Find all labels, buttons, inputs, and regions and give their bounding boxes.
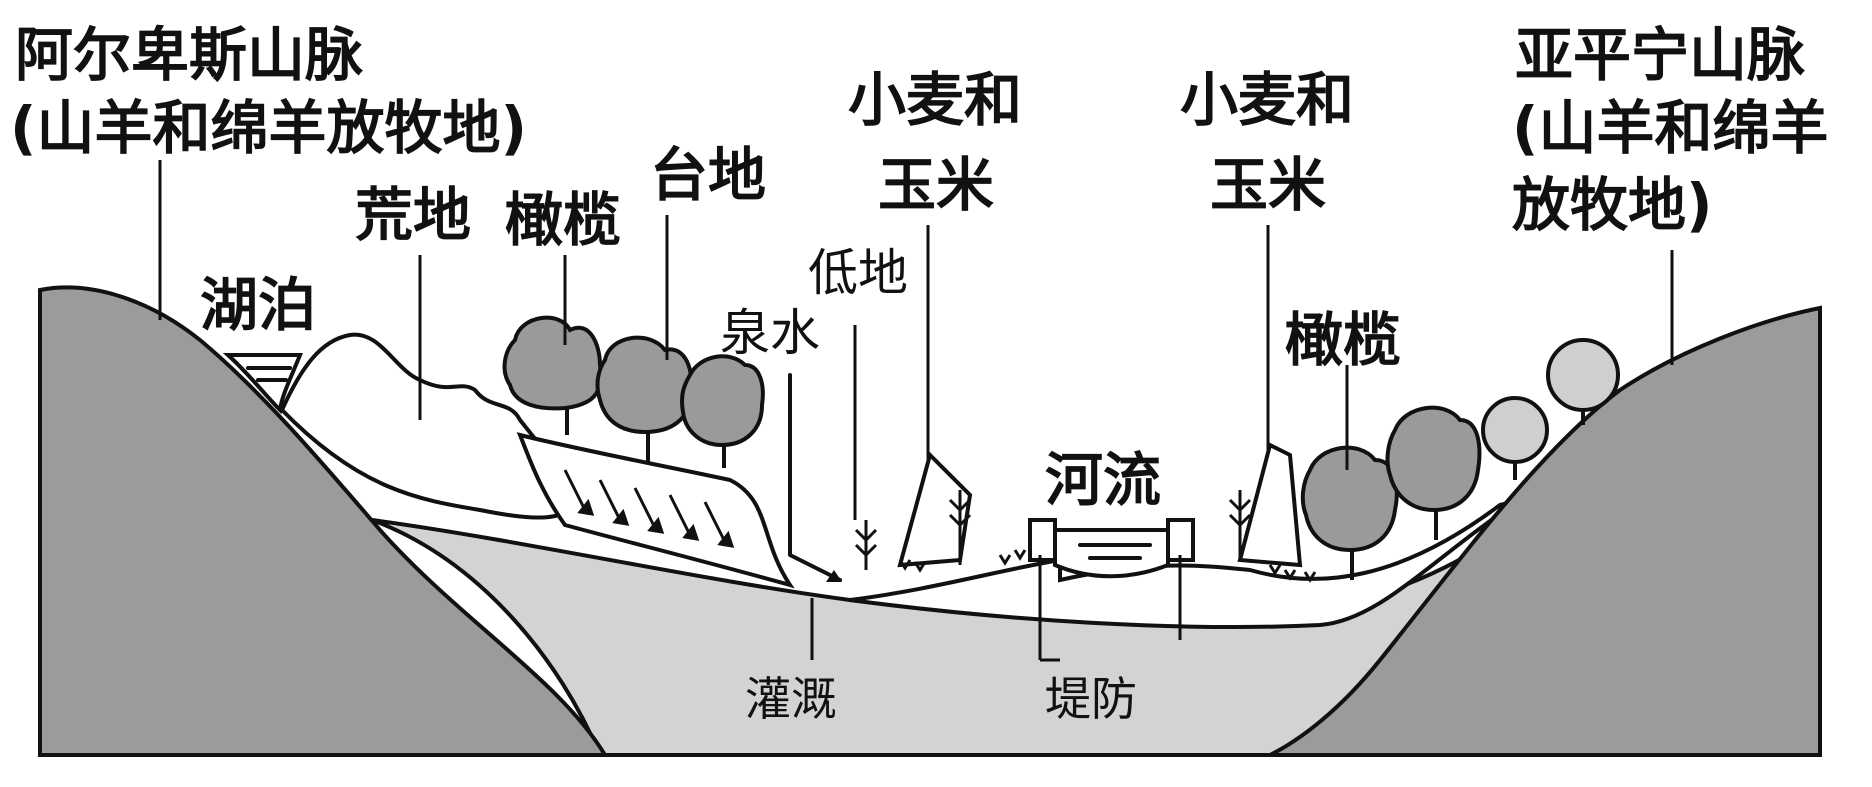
corn-sail-right <box>1237 442 1303 568</box>
olive-right-label: 橄榄 <box>1285 306 1401 374</box>
wasteland-hills <box>279 332 574 520</box>
alps-label: 阿尔卑斯山脉 <box>15 21 364 89</box>
light-trees-right <box>1481 338 1620 480</box>
alps-sub-label: (山羊和绵羊放牧地) <box>10 94 527 162</box>
apennine-sub-label-2: 放牧地) <box>1512 171 1713 239</box>
lowland-label: 低地 <box>808 244 908 302</box>
spring-label: 泉水 <box>720 304 820 362</box>
irrigation-label: 灌溉 <box>745 672 837 726</box>
apennine-sub-label-1: (山羊和绵羊 <box>1512 94 1829 162</box>
wheat-stalks <box>854 490 1317 583</box>
spring-arrow <box>788 373 842 582</box>
olive-left-label: 橄榄 <box>505 186 621 254</box>
levee-label: 堤防 <box>1045 672 1137 726</box>
leader-lines <box>158 160 1674 662</box>
wheat-right-label-2: 玉米 <box>1210 151 1326 219</box>
apennine-mountain <box>1269 305 1822 757</box>
olive-trees-right <box>1300 405 1482 580</box>
terrace-arrows <box>563 469 735 548</box>
wheat-right-label-1: 小麦和 <box>1180 66 1354 134</box>
olive-trees-left <box>502 315 765 468</box>
wheat-left-label-2: 玉米 <box>878 151 994 219</box>
terrace-slope <box>516 432 795 589</box>
lake-label: 湖泊 <box>200 271 316 339</box>
spring-arrowhead <box>826 570 842 582</box>
alps-mountain <box>38 285 609 757</box>
wheat-left-label-1: 小麦和 <box>848 66 1022 134</box>
apennine-label: 亚平宁山脉 <box>1515 21 1806 89</box>
terrace-label: 台地 <box>650 141 766 209</box>
river-label: 河流 <box>1045 446 1161 514</box>
river <box>1028 518 1195 579</box>
wasteland-label: 荒地 <box>355 181 471 249</box>
